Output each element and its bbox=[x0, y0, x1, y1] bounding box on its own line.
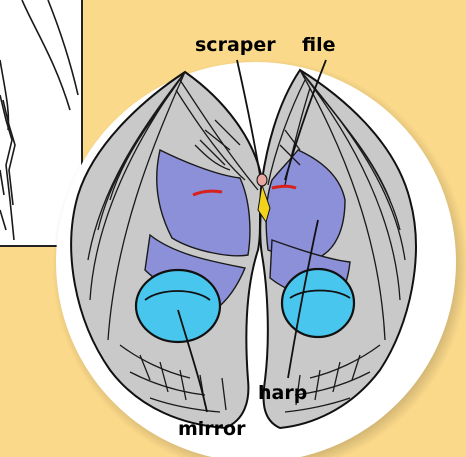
label-scraper: scraper bbox=[195, 36, 276, 55]
label-harp: harp bbox=[258, 384, 307, 403]
left-mirror bbox=[136, 270, 220, 342]
right-file-mark bbox=[272, 186, 296, 188]
right-mirror bbox=[282, 269, 354, 337]
label-mirror: mirror bbox=[178, 420, 245, 439]
scraper-tip bbox=[257, 174, 267, 186]
label-file: file bbox=[302, 36, 335, 55]
